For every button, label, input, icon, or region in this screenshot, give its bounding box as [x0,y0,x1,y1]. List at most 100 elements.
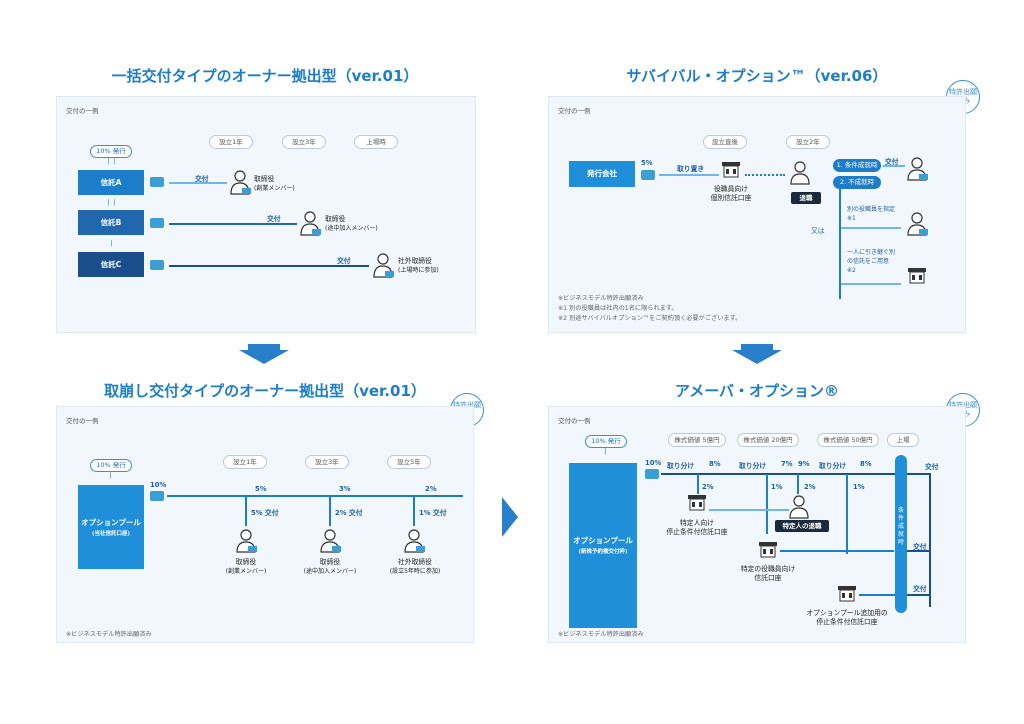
pct-label: 5% [641,159,653,167]
example-label: 交付の一例 [66,107,99,115]
issue-pill: 10% 発行 [90,459,132,472]
issuer-box: 発行会社 [569,161,635,187]
panel4-title: アメーバ・オプション® [674,382,840,400]
flow-line [709,509,789,511]
trust-b: 信託B [78,210,144,235]
example-label: 交付の一例 [558,417,591,425]
pct-label: 8% [860,460,872,468]
pct-label: 8% [709,460,721,468]
option-pool: オプションプール(新株予約権交付枠) [569,463,637,628]
panel1: 交付の一例 設立1年 設立3年 上場時 10% 発行 ❘❘ 信託A ❘❘ 信託B… [56,96,476,333]
takeaway-label: 取り分け [667,462,695,470]
down-arrow [248,344,280,350]
pct-label: 5% [255,485,267,493]
cash-icon [150,491,164,501]
takeaway-label: 取り分け [739,462,767,470]
col-label: 上場 [887,433,919,447]
tick-mark: ❘❘ [106,198,117,206]
pct-label: 1% [853,483,865,491]
col-label: 株式価値 5億円 [668,433,726,447]
deliver-label: 交付 [337,257,351,265]
panel2-title: サバイバル・オプション™（ver.06） [626,67,888,85]
flow-line [841,283,901,285]
option-pool: オプションプール(当社信託口座) [78,485,144,569]
deliver-label: 5% 交付 [251,509,279,517]
branch-line [329,496,331,526]
account-label: 特定人向け停止条件付信託口座 [666,519,728,536]
col-label: 設立3年 [305,455,349,469]
col-label: 設立5年 [387,455,431,469]
pct-label: 3% [339,485,351,493]
cond-fail: 2. 不成就時 [833,176,881,189]
succession: 一人に引き継ぐ別の信託をご用意 ※2 [847,249,896,274]
pct-label: 10% [150,481,167,489]
pct-label: 2% [702,483,714,491]
role-label: 取締役(途中加入メンバー) [303,558,357,575]
flow-line [780,550,894,552]
role-label: 取締役(途中加入メンバー) [325,215,378,232]
retire-tag: 特定人の退職 [775,520,829,532]
tick-mark: ❘ [108,471,114,479]
role-label: 取締役(創業メンバー) [225,558,267,575]
flow-line [907,550,929,552]
col-label: 設立2年 [786,135,830,149]
footnote: ※ビジネスモデル特許出願済み [558,631,644,638]
deliver-label: 交付 [913,585,927,593]
panel3-title: 取崩し交付タイプのオーナー拠出型（ver.01） [104,382,426,400]
deliver-label: 交付 [925,463,939,471]
pct-label: 2% [425,485,437,493]
down-arrow [741,344,773,350]
footnote: ※2 別途サバイバルオプション™をご契約頂く必要がございます。 [558,315,742,322]
flow-line [859,594,895,596]
cash-icon [150,218,164,228]
issue-pill: 10% 発行 [90,145,132,158]
branch-line [697,474,699,494]
trust-building-icon [908,268,926,284]
flow-line [907,594,929,596]
col-label: 株式価値 20億円 [737,433,799,447]
account-label: 特定の役職員向け信託口座 [740,565,796,582]
retire-tag: 退職 [791,192,821,204]
cash-icon [150,260,164,270]
flow-line [841,227,901,229]
col-label: 設立3年 [282,135,326,149]
issue-pill: 10% 発行 [585,435,627,448]
or-label: 又は [811,227,825,235]
person-icon [300,211,321,236]
cash-icon [641,170,655,180]
tick-mark: ❘❘ [106,157,117,165]
right-arrow [502,497,518,537]
pct-label: 1% [771,483,783,491]
col-label: 上場時 [354,135,398,149]
tick-mark: ❘ [109,239,115,247]
branch-line [245,496,247,526]
branch-line [839,189,841,299]
deliver-label: 交付 [913,543,927,551]
takeaway-label: 取り置き [677,165,705,173]
tick-mark: ❘ [603,447,609,455]
panel3: 交付の一例 10% 発行 ❘ 設立1年 設立3年 設立5年 オプションプール(当… [56,406,474,643]
trust-building-icon [759,542,777,558]
footnote: ※ビジネスモデル特許出願済み [558,295,644,302]
cash-icon [150,177,164,187]
person-icon [320,529,341,553]
person-icon [230,170,251,195]
pct-label: 10% [645,459,662,467]
down-arrow [239,350,289,364]
person-icon [373,253,394,278]
flow-line [907,473,929,475]
pool-line [661,473,929,475]
person-icon [790,161,810,185]
role-label: 取締役(創業メンバー) [254,175,295,192]
col-label: 設立直後 [703,135,747,149]
pct-label: 9% [798,460,810,468]
branch-line [846,474,848,554]
person-icon [236,529,257,553]
example-label: 交付の一例 [66,417,99,425]
person-icon [404,529,425,553]
deliver-label: 交付 [195,175,209,183]
panel2: 交付の一例 設立直後 設立2年 発行会社 5% 取り置き 役職員向け個別信託口座… [548,96,966,333]
trust-building-icon [688,495,706,511]
panel4: 交付の一例 10% 発行 ❘ 株式価値 5億円 株式価値 20億円 株式価値 5… [548,406,966,643]
col-label: 設立1年 [209,135,253,149]
